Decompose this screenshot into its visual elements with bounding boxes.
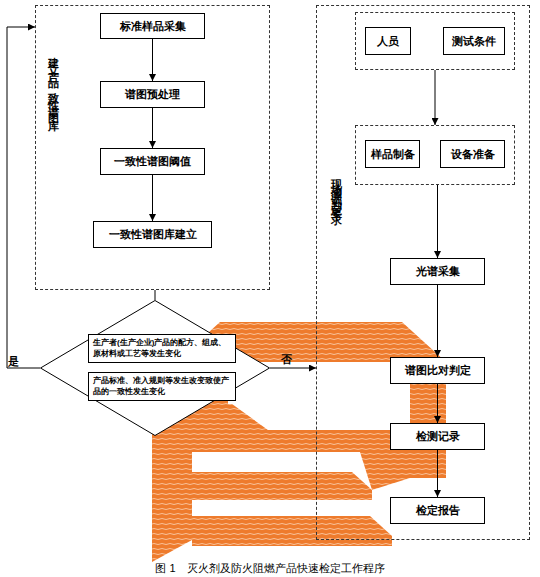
flow-connector xyxy=(152,39,153,81)
logo-bar xyxy=(192,516,392,546)
node-text: 标准样品采集 xyxy=(120,19,186,34)
process-box: 谱图比对判定 xyxy=(390,357,485,384)
group-heading: 建立产品一致性谱图库 xyxy=(46,48,61,118)
process-box: 人员 xyxy=(365,27,411,55)
flow-connector xyxy=(437,285,438,357)
node-text: 谱图比对判定 xyxy=(405,363,471,378)
condition-box: 产品标准、准入规则等发生改变致使产品的一致性发生变化 xyxy=(88,372,236,401)
node-text: 谱图预处理 xyxy=(125,87,180,102)
node-text: 产品标准、准入规则等发生改变致使产品的一致性发生变化 xyxy=(93,376,231,398)
condition-box: 生产者(生产企业)产品的配方、组成、原材料或工艺等发生变化 xyxy=(88,334,236,363)
node-text: 一致性谱图库建立 xyxy=(109,227,197,242)
process-box: 光谱采集 xyxy=(390,258,485,285)
node-text: 检定报告 xyxy=(416,503,460,518)
process-box: 一致性谱图库建立 xyxy=(93,221,212,248)
process-box: 设备准备 xyxy=(440,140,505,168)
decision-diamond: 生产者(生产企业)产品的配方、组成、原材料或工艺等发生变化产品标准、准入规则等发… xyxy=(40,300,270,436)
process-box: 样品制备 xyxy=(365,140,420,168)
diamond-outline xyxy=(40,300,270,436)
dashed-group: 样品制备 设备准备 xyxy=(355,125,515,185)
node-text: 检测记录 xyxy=(416,429,460,444)
flow-connector xyxy=(7,27,40,368)
process-box: 标准样品采集 xyxy=(100,13,205,39)
node-text: 光谱采集 xyxy=(416,264,460,279)
node-text: 人员 xyxy=(377,34,399,49)
dashed-group: 建立产品一致性谱图库 标准样品采集谱图预处理一致性谱图阈值一致性谱图库建立 xyxy=(35,5,270,290)
logo-bar xyxy=(192,404,360,452)
flow-connector xyxy=(152,108,153,148)
group-heading: 现场测试判定要求 xyxy=(329,170,344,210)
figure-caption: 图 1 灭火剂及防火阻燃产品快速检定工作程序 xyxy=(0,561,540,576)
process-box: 检测记录 xyxy=(390,423,485,450)
process-box: 测试条件 xyxy=(443,27,505,55)
edge-label: 是 xyxy=(8,354,19,369)
node-text: 生产者(生产企业)产品的配方、组成、原材料或工艺等发生变化 xyxy=(93,338,231,360)
edge-label: 否 xyxy=(281,352,292,367)
dashed-group: 现场测试判定要求 人员 测试条件样品制备 设备准备光谱采集谱图比对判定检测记录检定报告 xyxy=(316,5,530,540)
node-text: 设备准备 xyxy=(451,147,495,162)
flow-connector xyxy=(155,290,156,300)
diamond-shape xyxy=(41,301,270,436)
process-box: 谱图预处理 xyxy=(100,81,205,108)
node-text: 测试条件 xyxy=(452,34,496,49)
flow-connector xyxy=(435,70,436,125)
node-text: 样品制备 xyxy=(371,147,415,162)
process-box: 一致性谱图阈值 xyxy=(100,148,205,175)
flow-connector xyxy=(437,450,438,497)
flow-connector xyxy=(152,175,153,221)
flow-connector xyxy=(437,384,438,423)
process-box: 检定报告 xyxy=(390,497,485,524)
flow-connector xyxy=(437,185,438,258)
dashed-group: 人员 测试条件 xyxy=(355,12,515,70)
flow-connector xyxy=(270,368,316,369)
logo-bar xyxy=(192,472,372,500)
node-text: 一致性谱图阈值 xyxy=(114,154,191,169)
